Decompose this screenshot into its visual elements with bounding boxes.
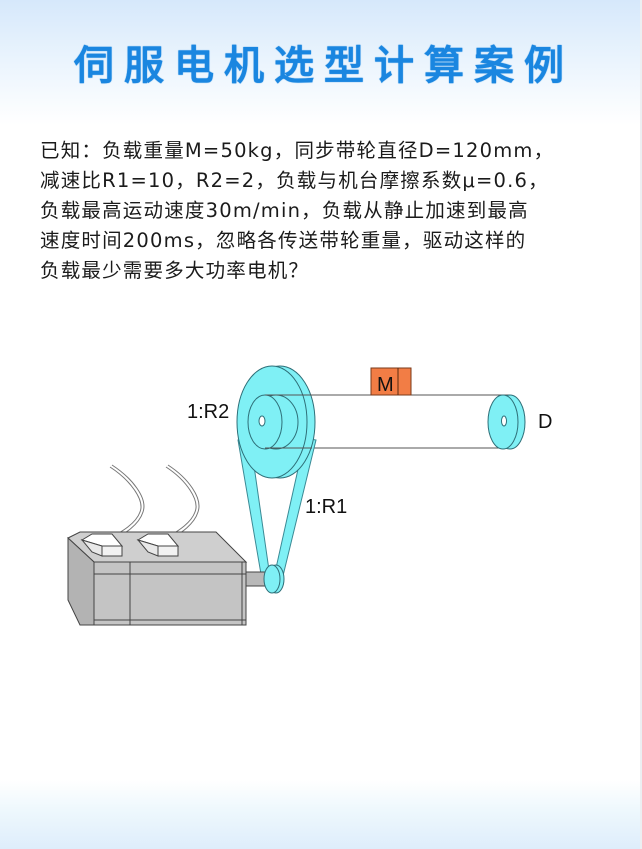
- ratio-r2-label: 1:R2: [187, 401, 229, 423]
- motor-pulley: [263, 564, 285, 594]
- end-pulley: [487, 394, 526, 450]
- problem-statement: 已知：负载重量M=50kg，同步带轮直径D=120mm， 减速比R1=10，R2…: [40, 136, 640, 286]
- page-edge: [640, 0, 642, 849]
- problem-line-2: 减速比R1=10，R2=2，负载与机台摩擦系数μ=0.6，: [40, 169, 549, 192]
- page-title: 伺服电机选型计算案例: [74, 43, 574, 89]
- ratio-r1-label: 1:R1: [305, 496, 347, 518]
- problem-line-1: 已知：负载重量M=50kg，同步带轮直径D=120mm，: [40, 139, 555, 162]
- load-block: M: [370, 367, 412, 396]
- diameter-label: D: [538, 411, 552, 433]
- servo-motor: [67, 531, 273, 626]
- conveyor-belt-overlap: [265, 394, 312, 449]
- problem-line-5: 负载最少需要多大功率电机？: [40, 259, 310, 282]
- large-pulley: [236, 365, 316, 479]
- problem-line-3: 负载最高运动速度30m/min，负载从静止加速到最高: [40, 199, 529, 222]
- problem-line-4: 速度时间200ms，忽略各传送带轮重量，驱动这样的: [40, 229, 527, 252]
- load-label: M: [377, 374, 394, 396]
- motor-cables: [104, 464, 200, 544]
